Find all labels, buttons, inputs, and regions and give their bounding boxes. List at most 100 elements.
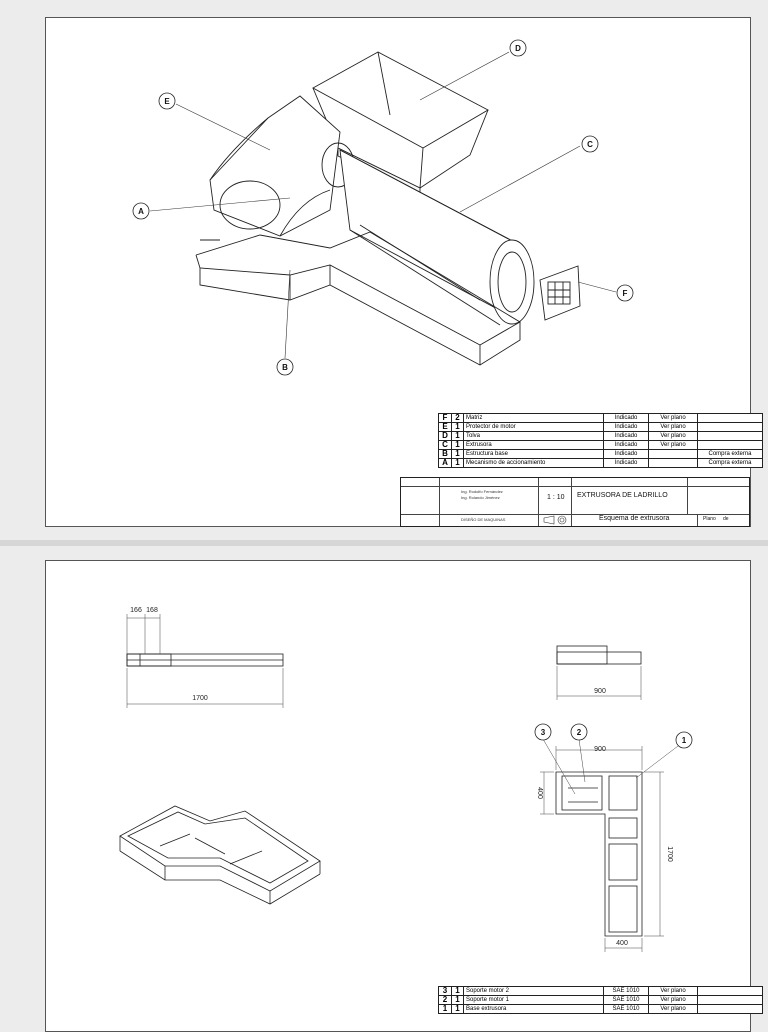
bom-cell-material: SAE 1010 — [603, 1004, 649, 1014]
bom-cell-mark: 1 — [438, 1004, 452, 1014]
hopper-shape — [312, 51, 489, 197]
base-frame-shape — [195, 224, 521, 366]
balloon-3-label: 3 — [541, 728, 546, 737]
bom-cell-name: Soporte motor 1 — [463, 995, 604, 1005]
front-elevation-view — [126, 653, 284, 667]
bom-cell-mark: A — [438, 458, 452, 468]
balloon-A-label: A — [138, 207, 144, 216]
bom-cell-dims — [648, 449, 698, 459]
bom-cell-name: Base extrusora — [463, 1004, 604, 1014]
bom-cell-dims: Ver plano — [648, 440, 698, 450]
drawing-subtitle: Esquema de extrusora — [599, 515, 670, 522]
base-frame-drawings: 166 168 1700 900 900 400 1700 400 3 2 1 — [119, 607, 693, 952]
dim-400-side: 400 — [536, 787, 543, 799]
bom-cell-material: SAE 1010 — [603, 995, 649, 1005]
bom-cell-material: SAE 1010 — [603, 986, 649, 996]
balloon-E-label: E — [164, 97, 170, 106]
scale-label: 1 : 10 — [547, 494, 565, 501]
reviewed-by: Ing. Rolando Jiménez — [461, 495, 500, 500]
bom-cell-dims: Ver plano — [648, 422, 698, 432]
bom-cell-obs — [697, 422, 763, 432]
dim-900-plan: 900 — [594, 746, 606, 753]
title-block: 1 : 10 EXTRUSORA DE LADRILLO Esquema de … — [400, 477, 750, 527]
balloon-A — [132, 202, 150, 220]
bom-cell-dims: Ver plano — [648, 1004, 698, 1014]
drawing-sheet-2: 166 168 1700 900 900 400 1700 400 3 2 1 … — [0, 546, 768, 1032]
dim-1700-plan: 1700 — [666, 846, 673, 862]
balloon-2 — [570, 723, 588, 741]
balloon-2-label: 2 — [577, 728, 582, 737]
bom-cell-name: Matriz — [463, 413, 604, 423]
balloon-1 — [675, 731, 693, 749]
bom-cell-material: Indicado — [603, 449, 649, 459]
bom-cell-dims: Ver plano — [648, 986, 698, 996]
balloon-F-label: F — [623, 289, 628, 298]
extruder-isometric-drawing: E A D C F B — [132, 39, 634, 376]
bom-cell-dims: Ver plano — [648, 995, 698, 1005]
client-name: DISEÑO DE MAQUINAS — [461, 517, 506, 522]
bom-cell-material: Indicado — [603, 413, 649, 423]
dim-166: 166 — [130, 607, 142, 614]
motor-guard-shape — [209, 95, 355, 237]
bom-cell-dims: Ver plano — [648, 413, 698, 423]
bom-cell-name: Tolva — [463, 431, 604, 441]
bom-cell-qty: 1 — [451, 458, 464, 468]
balloon-F — [616, 284, 634, 302]
dim-168: 168 — [146, 607, 158, 614]
bom-cell-obs — [697, 1004, 763, 1014]
projection-symbol-icon — [543, 515, 567, 525]
bom-cell-name: Extrusora — [463, 440, 604, 450]
balloon-C-label: C — [587, 140, 593, 149]
bom-cell-obs — [697, 440, 763, 450]
bom-cell-name: Mecanismo de accionamiento — [463, 458, 604, 468]
dim-900-side: 900 — [594, 688, 606, 695]
bom-cell-name: Protector de motor — [463, 422, 604, 432]
bom-cell-material: Indicado — [603, 458, 649, 468]
drawing-title: EXTRUSORA DE LADRILLO — [577, 492, 668, 499]
plano-label: Plano — [703, 516, 716, 522]
barrel-shape — [339, 149, 581, 326]
balloon-C — [581, 135, 599, 153]
balloon-E — [158, 92, 176, 110]
bom-cell-obs: Compra externa — [697, 449, 763, 459]
bom-cell-obs: Compra externa — [697, 458, 763, 468]
bom-cell-obs — [697, 995, 763, 1005]
dim-400-bottom: 400 — [616, 940, 628, 947]
bom-cell-obs — [697, 431, 763, 441]
balloon-D-label: D — [515, 44, 521, 53]
balloon-3 — [534, 723, 552, 741]
balloon-B-label: B — [282, 363, 288, 372]
bom-cell-material: Indicado — [603, 422, 649, 432]
plano-de-label: de — [723, 516, 729, 522]
drawn-by: Ing. Rodolfo Fernández — [461, 489, 503, 494]
bom-cell-name: Estructura base — [463, 449, 604, 459]
side-elevation-view — [556, 645, 642, 665]
balloon-D — [509, 39, 527, 57]
bom-cell-name: Soporte motor 2 — [463, 986, 604, 996]
balloon-B — [276, 358, 294, 376]
bom-cell-obs — [697, 986, 763, 996]
bom-cell-obs — [697, 413, 763, 423]
sheet-separator — [0, 540, 768, 546]
bom-cell-dims: Ver plano — [648, 431, 698, 441]
bom-cell-material: Indicado — [603, 440, 649, 450]
base-isometric-view — [119, 805, 321, 905]
base-plan-view — [555, 771, 643, 937]
balloon-1-label: 1 — [682, 736, 687, 745]
dim-1700-elevation: 1700 — [192, 695, 208, 702]
bom-cell-material: Indicado — [603, 431, 649, 441]
bom-cell-qty: 1 — [451, 1004, 464, 1014]
bom-cell-dims — [648, 458, 698, 468]
